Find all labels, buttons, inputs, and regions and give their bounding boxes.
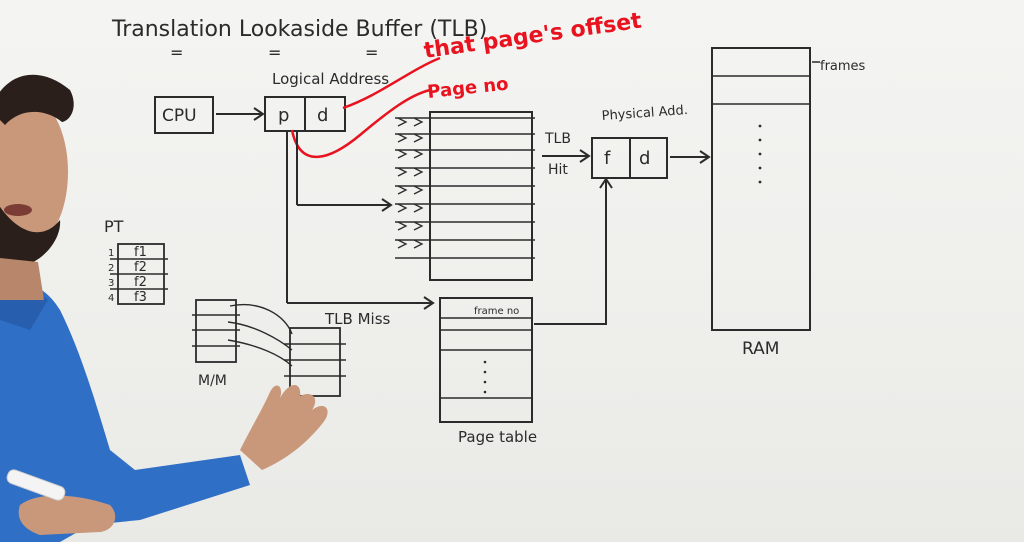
underline-mark-1: = — [170, 43, 183, 62]
underline-mark-3: = — [365, 43, 378, 62]
logical-address-label: Logical Address — [272, 70, 389, 88]
offset-field: d — [317, 105, 328, 126]
hit-label: Hit — [548, 162, 568, 178]
pt-row-1-val: f1 — [134, 245, 147, 260]
tlb-hit-arrow-head — [579, 149, 591, 163]
cpu-label: CPU — [162, 106, 197, 126]
cpu-arrow-head — [253, 107, 265, 121]
pt-row-3-val: f2 — [134, 275, 147, 290]
tlb-hit-label: TLB — [544, 131, 571, 147]
pt-row-4-val: f3 — [134, 290, 147, 305]
physical-offset-field: d — [639, 148, 650, 169]
cpu-box — [154, 96, 214, 134]
pt-row-2-val: f2 — [134, 260, 147, 275]
tlb-miss-label: TLB Miss — [324, 310, 391, 328]
page-table — [439, 297, 533, 423]
frame-no-label: frame no — [474, 306, 519, 317]
underline-mark-2: = — [268, 43, 281, 62]
page-table-label: Page table — [458, 428, 537, 446]
pt-to-frame-arrow-head — [599, 177, 613, 189]
physical-address-label: Physical Add. — [601, 103, 688, 124]
pt-to-frame-arrow — [534, 180, 607, 325]
ram-label: RAM — [742, 339, 779, 359]
diagram-title: Translation Lookaside Buffer (TLB) — [111, 17, 487, 42]
p-to-tlb-arrow-head — [381, 198, 393, 212]
frames-label: frames — [820, 59, 866, 74]
ram-block — [711, 47, 811, 331]
pt-row-2-num: 2 — [108, 263, 114, 274]
page-no-annotation: Page no — [426, 74, 509, 103]
page-no-annotation-line — [290, 88, 431, 159]
mm-label: M/M — [198, 373, 227, 389]
presenter — [0, 74, 328, 542]
pt-row-4-num: 4 — [108, 293, 114, 304]
pt-sketch — [110, 243, 168, 305]
phys-to-ram-arrow-head — [699, 150, 711, 164]
mm-sketch — [192, 299, 346, 397]
pt-label: PT — [104, 217, 124, 236]
page-number-field: p — [278, 105, 289, 126]
tlb-table — [395, 111, 535, 281]
pt-row-1-num: 1 — [108, 248, 114, 259]
frame-field: f — [604, 148, 611, 169]
offset-annotation-line — [342, 56, 441, 110]
pt-row-3-num: 3 — [108, 278, 114, 289]
tlb-miss-arrow-head — [423, 296, 435, 310]
